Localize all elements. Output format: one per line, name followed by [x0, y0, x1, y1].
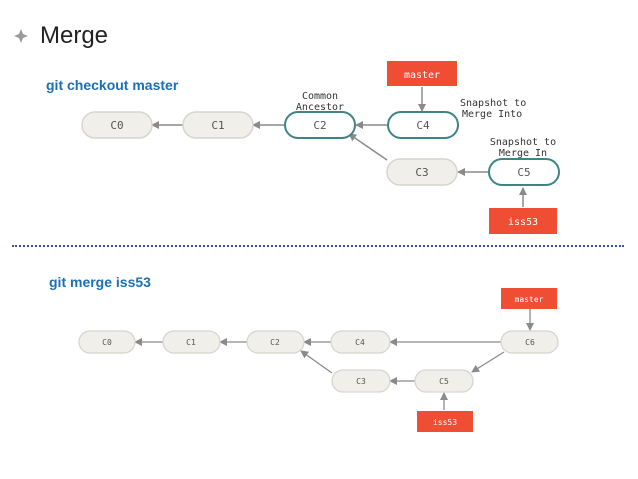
branch-pointer: iss53 — [489, 208, 557, 234]
branch-pointer: iss53 — [417, 411, 473, 432]
commit-label: C4 — [416, 119, 430, 132]
bottom-diagram: C0 C1 C2 C4 C6 C3 C5 master — [78, 288, 559, 432]
commit-label: C6 — [525, 338, 535, 347]
branch-pointer: master — [387, 61, 457, 86]
arrow-c3-c2 — [348, 133, 388, 161]
commit-node: C2 — [246, 330, 305, 354]
annotation-line: Merge Into — [462, 109, 522, 120]
commit-label: C2 — [313, 119, 326, 132]
branch-label: master — [515, 295, 544, 304]
annotation-line: Snapshot to — [460, 98, 526, 109]
commit-node: C6 — [500, 330, 559, 354]
commit-node: C0 — [81, 111, 153, 139]
commit-node: C1 — [162, 330, 221, 354]
arrow-c3-c2 — [300, 350, 333, 374]
diamond-bullet-icon — [14, 29, 28, 43]
commit-node-highlight: C2 — [284, 111, 356, 139]
commit-node: C1 — [182, 111, 254, 139]
top-diagram: C0 C1 C2 C4 C3 C5 master iss53 — [81, 61, 560, 234]
commit-label: C5 — [517, 166, 530, 179]
commit-node: C5 — [414, 369, 474, 393]
commit-label: C4 — [355, 338, 365, 347]
page-title: Merge — [40, 22, 109, 49]
commit-label: C1 — [211, 119, 224, 132]
checkout-label: git checkout master — [46, 77, 179, 93]
commit-label: C5 — [439, 377, 449, 386]
commit-node-highlight: C4 — [387, 111, 459, 139]
commit-label: C3 — [415, 166, 428, 179]
commit-label: C2 — [270, 338, 280, 347]
commit-label: C3 — [356, 377, 366, 386]
annotation-line: Merge In — [499, 148, 547, 159]
merge-label: git merge iss53 — [49, 274, 151, 290]
commit-node-highlight: C5 — [488, 158, 560, 186]
arrow-c6-c5 — [471, 351, 505, 373]
annotation-line: Common — [302, 91, 338, 102]
commit-node: C4 — [330, 330, 391, 354]
commit-label: C0 — [102, 338, 112, 347]
branch-label: iss53 — [433, 418, 457, 427]
commit-node: C3 — [331, 369, 391, 393]
commit-label: C0 — [110, 119, 123, 132]
annotation-line: Ancestor — [296, 102, 344, 113]
commit-node: C3 — [386, 158, 458, 186]
slide-title: Merge — [14, 22, 108, 50]
commit-label: C1 — [186, 338, 196, 347]
annotation-line: Snapshot to — [490, 137, 556, 148]
annotation: Snapshot to Merge Into — [460, 98, 526, 120]
annotation: Snapshot to Merge In — [490, 137, 556, 159]
annotation: Common Ancestor — [296, 91, 344, 113]
branch-label: iss53 — [508, 217, 538, 228]
commit-node: C0 — [78, 330, 136, 354]
branch-label: master — [404, 70, 440, 81]
section-divider — [12, 245, 624, 247]
branch-pointer: master — [501, 288, 557, 309]
